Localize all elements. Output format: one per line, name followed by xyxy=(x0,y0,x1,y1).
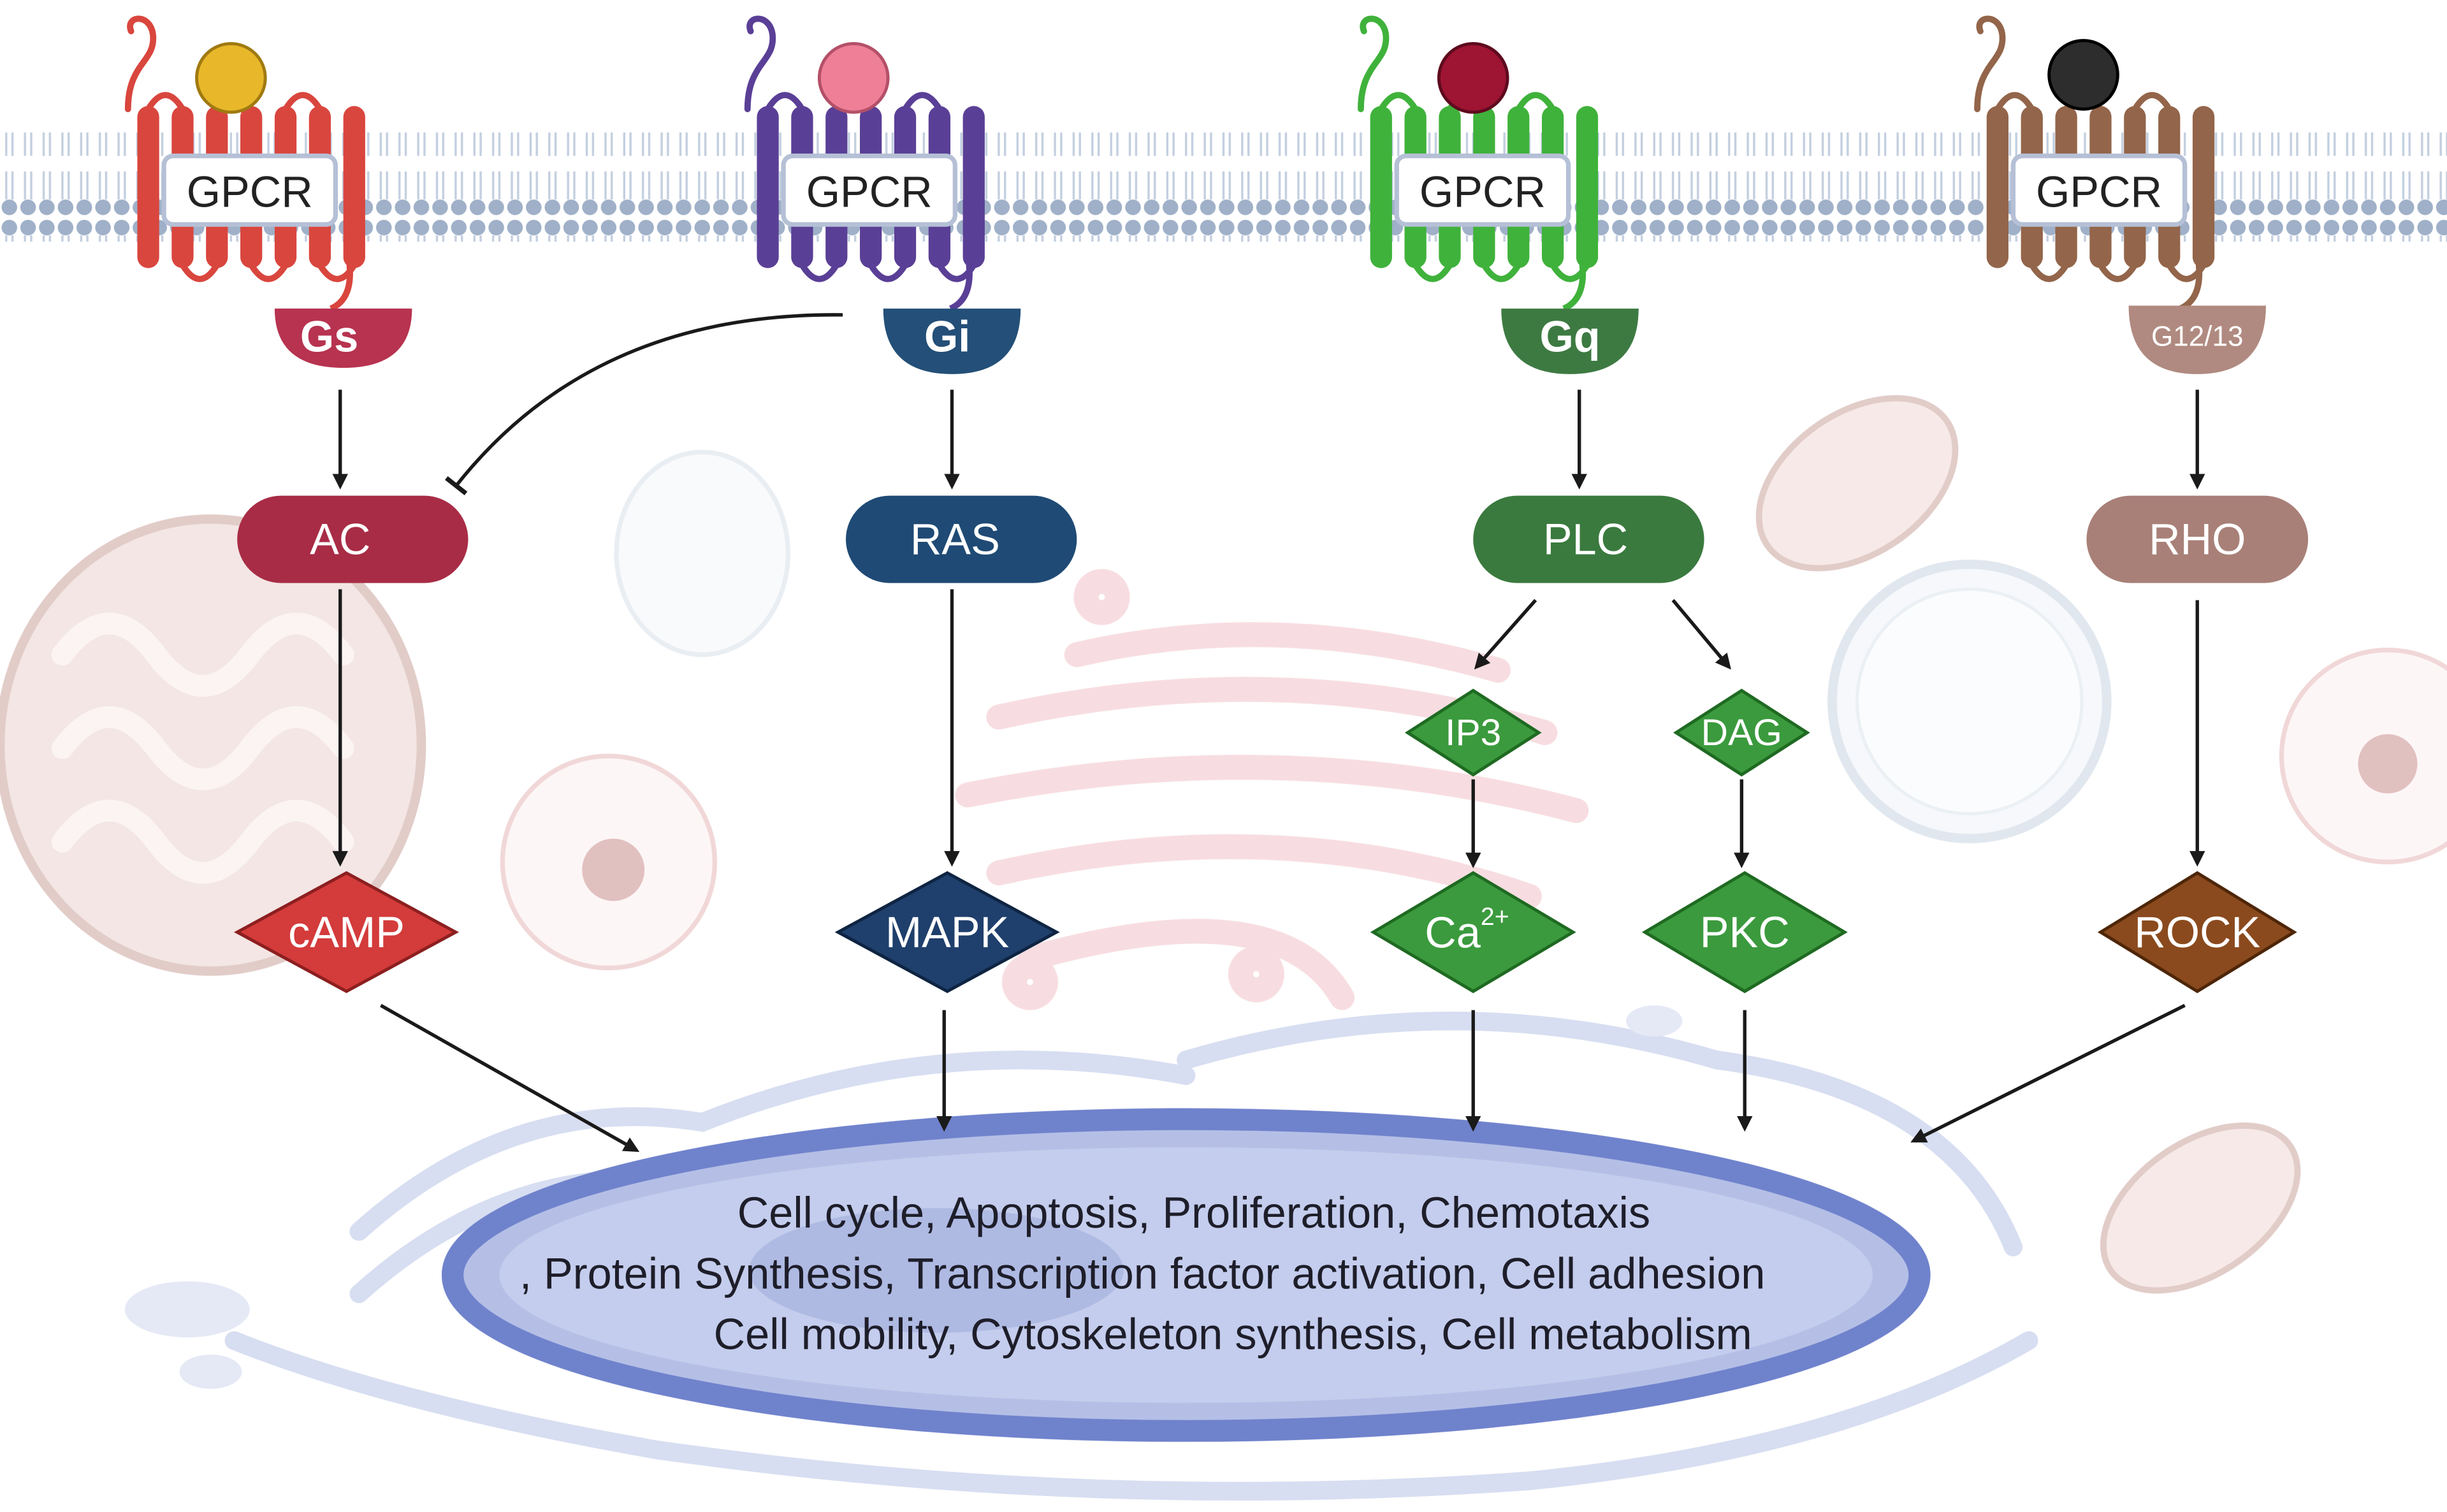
cell-circle-left xyxy=(500,753,718,971)
arrow-rock-nucleus xyxy=(1910,1003,2186,1143)
ligand-crimson xyxy=(1437,42,1509,114)
node-rho: RHO xyxy=(2086,495,2309,583)
g-protein-gq: Gq xyxy=(1501,309,1639,374)
node-mapk: MAPK xyxy=(834,871,1060,994)
g-protein-label: G12/13 xyxy=(2151,321,2244,353)
receptor-gq: GPCR xyxy=(1358,15,1599,312)
node-label: DAG xyxy=(1701,712,1782,753)
node-label: RHO xyxy=(2149,515,2246,564)
outcome-line-2: , Protein Synthesis, Transcription facto… xyxy=(519,1249,1765,1298)
node-plc: PLC xyxy=(1473,495,1704,583)
mitochondrion-small-top xyxy=(1755,395,1959,572)
arrow-plc-dag xyxy=(1671,599,1731,670)
g-protein-g1213: G12/13 xyxy=(2128,305,2266,374)
cell-circle-right xyxy=(2279,648,2447,864)
gpcr-label-box xyxy=(161,153,338,227)
helix-loop xyxy=(868,263,908,282)
gpcr-label: GPCR xyxy=(1420,167,1546,216)
receptor-g1213: GPCR xyxy=(1974,15,2215,312)
ligand-pink xyxy=(817,42,890,114)
node-label: PKC xyxy=(1700,908,1790,957)
background-organelles xyxy=(0,395,2447,1501)
node-label: MAPK xyxy=(885,908,1009,957)
endoplasmic-reticulum xyxy=(124,1005,2038,1501)
node-camp: cAMP xyxy=(234,871,460,994)
gpcr-label: GPCR xyxy=(187,167,313,216)
node-label: cAMP xyxy=(288,908,405,957)
ligand-yellow xyxy=(195,42,267,114)
node-label: IP3 xyxy=(1445,712,1501,753)
nucleus xyxy=(441,1108,1931,1442)
receptor-body xyxy=(124,15,365,312)
gpcr-label-box xyxy=(2010,153,2188,227)
g-protein-label: Gq xyxy=(1539,312,1600,361)
c-terminus xyxy=(948,265,973,312)
mitochondrion-large xyxy=(0,514,426,976)
inhibition-gi-ac xyxy=(445,313,843,495)
node-rock: ROCK xyxy=(2097,871,2297,994)
node-label: ROCK xyxy=(2134,908,2260,957)
arrows xyxy=(332,313,2205,1152)
node-ca: Ca2+ xyxy=(1370,871,1576,994)
helix-loop xyxy=(2098,263,2138,282)
gpcr-label-box xyxy=(781,153,958,227)
node-ac: AC xyxy=(237,495,468,583)
petri-vesicle xyxy=(1827,559,2112,843)
helix-loop xyxy=(249,263,289,282)
node-label: RAS xyxy=(910,515,1000,564)
node-dag: DAG xyxy=(1673,688,1810,777)
c-terminus xyxy=(2179,265,2203,312)
vesicle-dotted xyxy=(614,449,791,657)
node-pkc: PKC xyxy=(1641,871,1848,994)
ligand-black xyxy=(2047,39,2119,111)
helix-loop xyxy=(1516,92,1556,111)
transmembrane-helix xyxy=(962,106,985,268)
node-label: AC xyxy=(310,515,370,564)
helix-loop xyxy=(1412,263,1453,282)
helix-loop xyxy=(1481,263,1521,282)
n-terminus xyxy=(1358,15,1390,113)
helix-loop xyxy=(180,263,220,282)
n-terminus xyxy=(124,15,157,113)
helix-loop xyxy=(1994,92,2035,111)
transmembrane-helix xyxy=(343,106,365,268)
transmembrane-helix xyxy=(757,106,779,268)
arrow-camp-nucleus xyxy=(380,1003,640,1152)
n-terminus xyxy=(744,15,776,113)
helix-loop xyxy=(145,92,185,111)
g-protein-label: Gi xyxy=(924,312,970,361)
transmembrane-helix xyxy=(2192,106,2215,268)
g-protein-gi: Gi xyxy=(883,309,1021,374)
arrow-plc-ip3 xyxy=(1474,599,1537,670)
helix-loop xyxy=(799,263,839,282)
transmembrane-helix xyxy=(137,106,159,268)
helix-loop xyxy=(902,92,943,111)
gpcr-label: GPCR xyxy=(2036,167,2162,216)
receptor-gi: GPCR xyxy=(744,15,985,312)
helix-loop xyxy=(1378,92,1418,111)
node-label: Ca2+ xyxy=(1425,903,1509,956)
c-terminus xyxy=(1562,265,1587,312)
n-terminus xyxy=(1974,15,2006,113)
gpcr-label-box xyxy=(1394,153,1571,227)
gpcr-label: GPCR xyxy=(806,167,933,216)
g-protein-label: Gs xyxy=(300,312,358,361)
node-ras: RAS xyxy=(846,495,1077,583)
node-label: PLC xyxy=(1543,515,1628,564)
helix-loop xyxy=(765,92,805,111)
g-protein-gs: Gs xyxy=(274,309,412,368)
node-ip3: IP3 xyxy=(1404,688,1542,777)
outcome-line-1: Cell cycle, Apoptosis, Proliferation, Ch… xyxy=(737,1188,1650,1237)
transmembrane-helix xyxy=(1370,106,1392,268)
receptor-gs: GPCR xyxy=(124,15,365,312)
helix-loop xyxy=(2029,263,2069,282)
outcome-line-3: Cell mobility, Cytoskeleton synthesis, C… xyxy=(714,1310,1752,1359)
mitochondrion-small-bottom xyxy=(2100,1122,2301,1294)
transmembrane-helix xyxy=(1986,106,2009,268)
helix-loop xyxy=(2132,92,2172,111)
transmembrane-helix xyxy=(1576,106,1599,268)
helix-loop xyxy=(282,92,323,111)
c-terminus xyxy=(329,265,353,312)
